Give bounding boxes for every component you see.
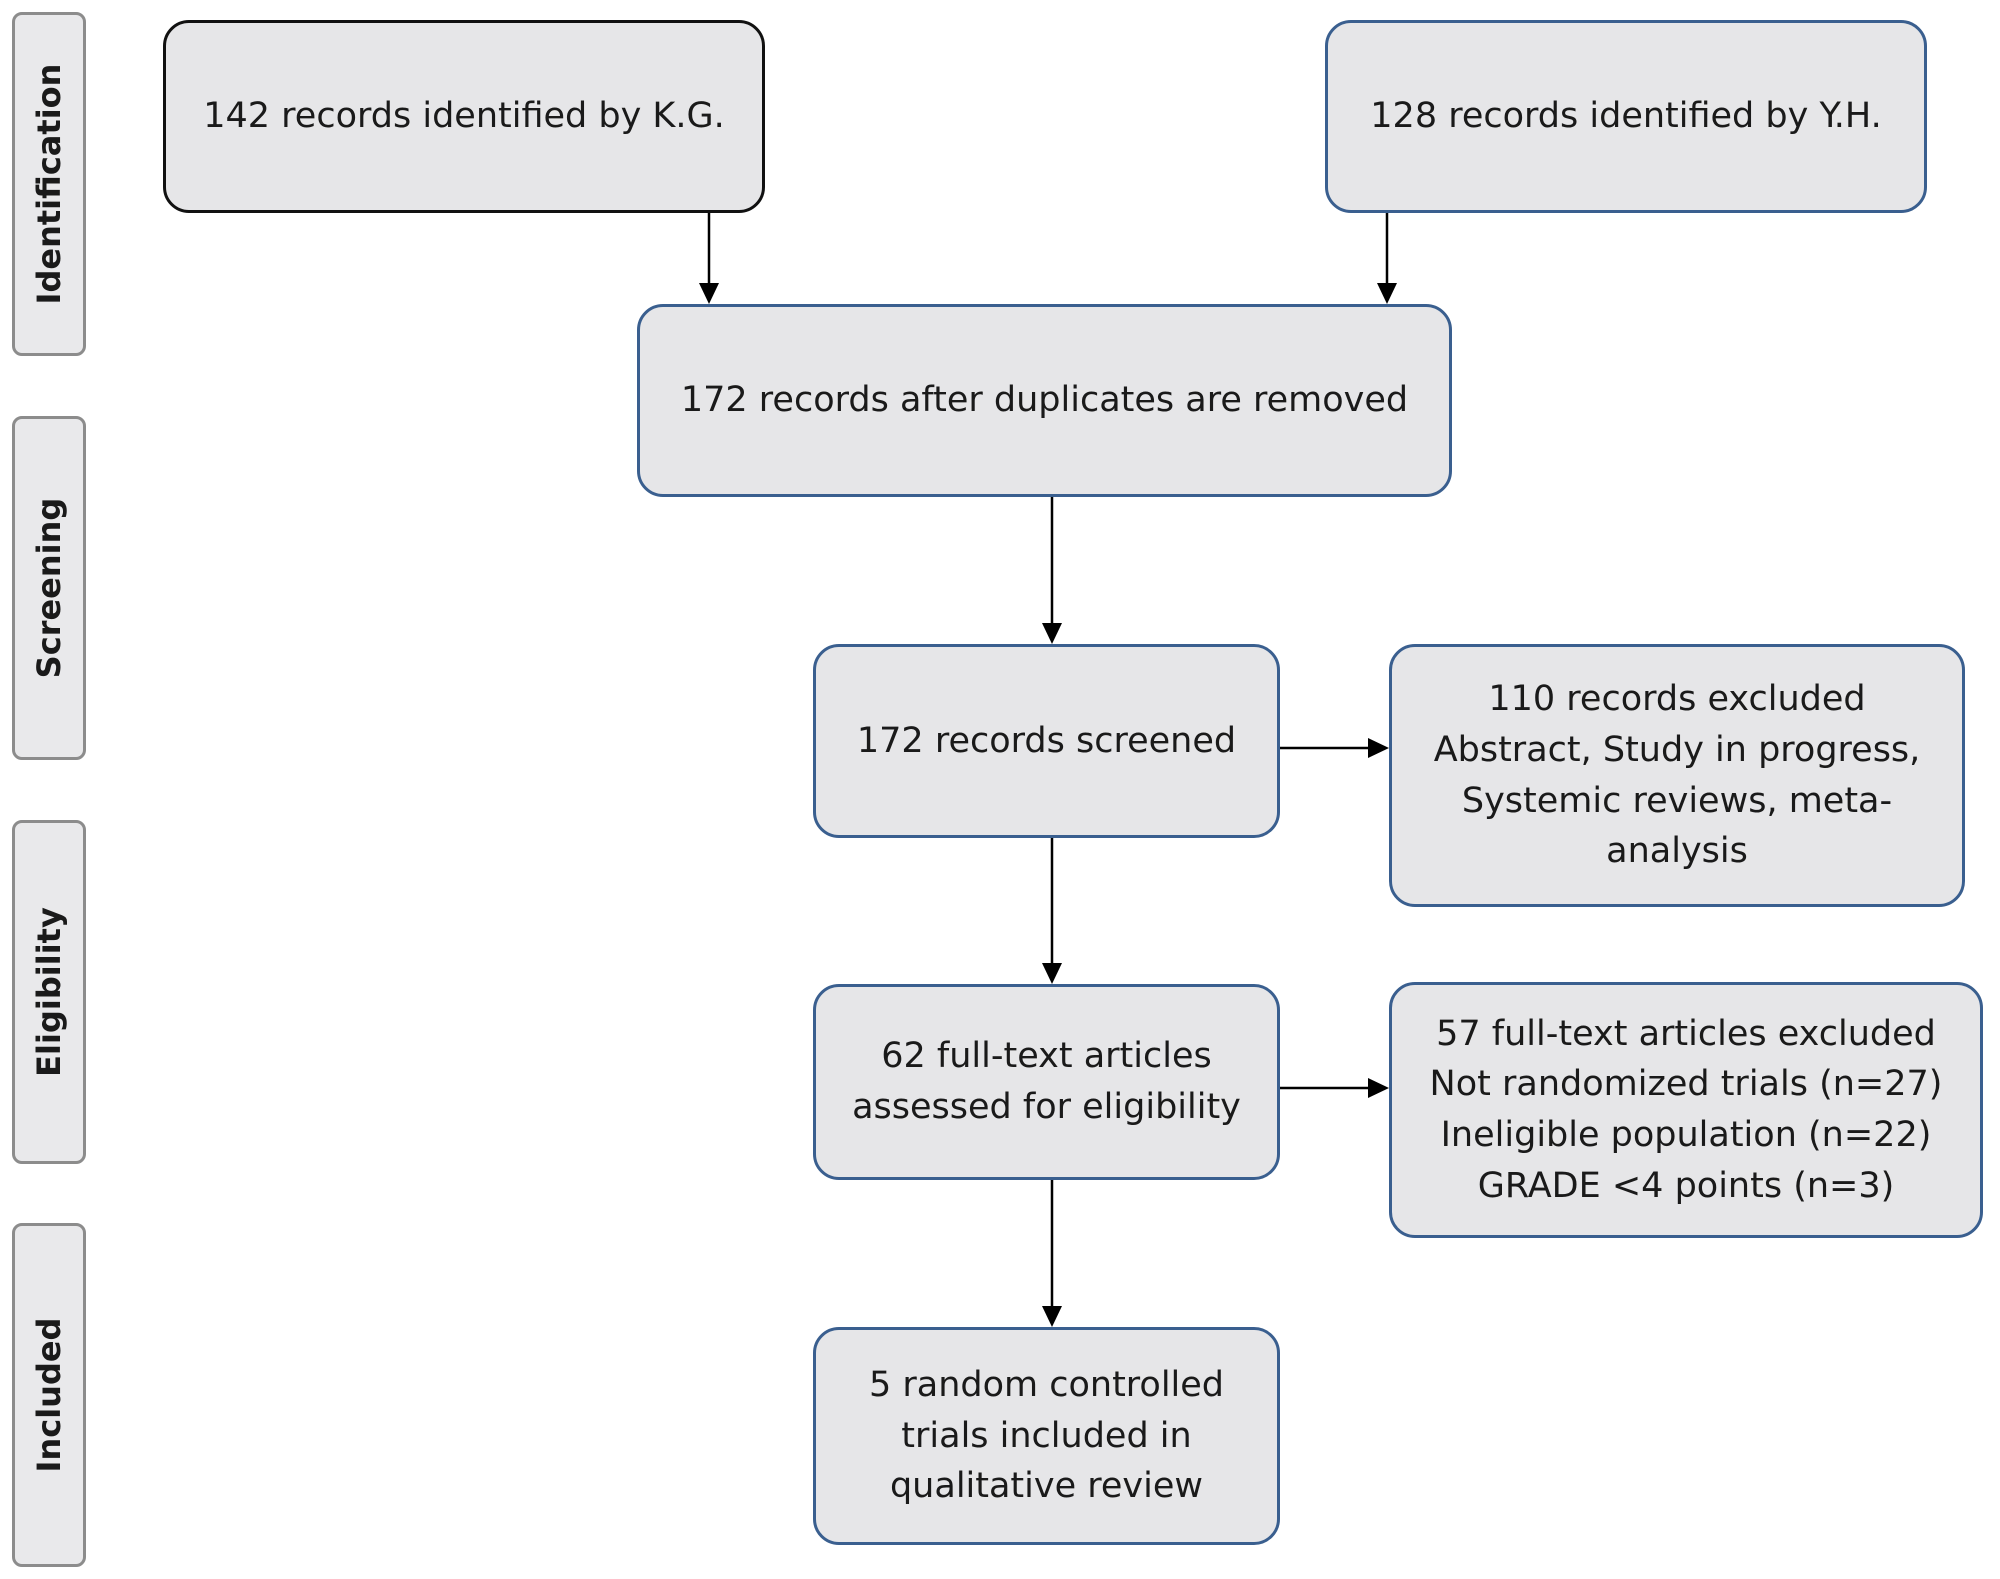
excluded-records-line-1: 110 records excluded — [1488, 679, 1866, 719]
box-records-screened: 172 records screened — [813, 644, 1280, 838]
arrowhead-excluded-fulltext — [1368, 1078, 1389, 1098]
included-line-1: 5 random controlled — [868, 1364, 1225, 1405]
stage-screening: Screening — [12, 416, 86, 760]
box-fulltext-excluded: 57 full-text articles excluded Not rando… — [1389, 982, 1983, 1238]
box-records-screened-text: 172 records screened — [856, 720, 1237, 761]
excluded-fulltext-line-2: Not randomized trials (n=27) — [1429, 1064, 1943, 1105]
excluded-fulltext-line-1: 57 full-text articles excluded — [1436, 1013, 1936, 1054]
excluded-fulltext-line-4: GRADE <4 points (n=3) — [1477, 1165, 1895, 1206]
arrowhead-excluded-records — [1368, 738, 1389, 758]
included-line-2: trials included in — [901, 1415, 1192, 1456]
box-fulltext-assessed: 62 full-text articles assessed for eligi… — [813, 984, 1280, 1180]
box-included-trials: 5 random controlled trials included in q… — [813, 1327, 1280, 1545]
arrowhead-included — [1042, 1306, 1062, 1327]
arrowhead-kg — [699, 283, 719, 304]
fulltext-line-1: 62 full-text articles — [881, 1036, 1212, 1077]
stage-identification: Identification — [12, 12, 86, 356]
excluded-records-line-2: Abstract, Study in progress, — [1433, 729, 1921, 770]
arrowhead-yh — [1377, 283, 1397, 304]
included-line-3: qualitative review — [889, 1466, 1204, 1507]
box-records-yh-text: 128 records identified by Y.H. — [1370, 96, 1882, 137]
stage-eligibility: Eligibility — [12, 820, 86, 1164]
fulltext-line-2: assessed for eligibility — [852, 1087, 1241, 1127]
box-records-kg: 142 records identified by K.G. — [163, 20, 765, 213]
box-after-duplicates: 172 records after duplicates are removed — [637, 304, 1452, 497]
excluded-fulltext-line-3: Ineligible population (n=22) — [1440, 1115, 1932, 1155]
arrowhead-fulltext — [1042, 963, 1062, 984]
arrowhead-screened — [1042, 623, 1062, 644]
box-records-excluded: 110 records excluded Abstract, Study in … — [1389, 644, 1965, 907]
excluded-records-line-4: analysis — [1606, 831, 1748, 872]
box-records-yh: 128 records identified by Y.H. — [1325, 20, 1927, 213]
stage-included: Included — [12, 1223, 86, 1567]
box-after-duplicates-text: 172 records after duplicates are removed — [680, 380, 1409, 421]
box-records-kg-text: 142 records identified by K.G. — [203, 96, 725, 137]
excluded-records-line-3: Systemic reviews, meta- — [1461, 780, 1893, 821]
